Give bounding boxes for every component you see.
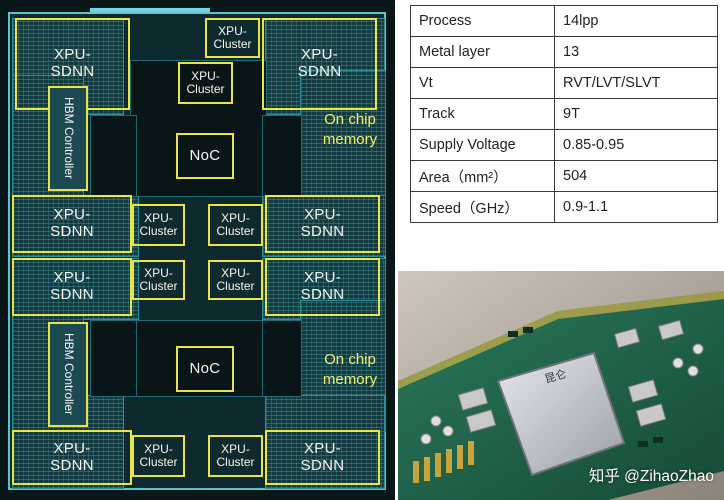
- block-label: Cluster: [186, 82, 225, 96]
- spec-value: 0.9-1.1: [554, 191, 718, 223]
- xpu-sdnn-block: XPU- SDNN: [12, 195, 132, 253]
- block-label: XPU-: [221, 265, 250, 280]
- spec-value: 504: [554, 160, 718, 192]
- label-line: memory: [322, 371, 378, 389]
- spec-key: Track: [410, 98, 555, 130]
- block-label: NoC: [189, 146, 221, 164]
- accelerator-board-photo: 昆仑 知乎 @ZihaoZhao: [398, 271, 724, 500]
- spec-value: 13: [554, 36, 718, 68]
- core-region: [90, 320, 137, 397]
- xpu-sdnn-block: XPU- SDNN: [265, 430, 380, 485]
- tex-region: [262, 195, 386, 257]
- hbm-controller-block: HBM Controller: [48, 322, 88, 427]
- block-label: XPU-: [303, 439, 342, 457]
- xpu-sdnn-block: XPU- SDNN: [262, 18, 377, 110]
- block-label: XPU-: [53, 439, 91, 457]
- xpu-cluster-block: XPU- Cluster: [132, 260, 185, 300]
- block-label: Cluster: [139, 279, 178, 293]
- core-region: [262, 320, 302, 397]
- board-illustration: 昆仑: [398, 271, 724, 500]
- table-row: Track 9T: [410, 98, 718, 130]
- spec-key: Metal layer: [410, 36, 555, 68]
- block-label: HBM Controller: [61, 333, 76, 416]
- block-label: SDNN: [300, 286, 345, 303]
- block-label: SDNN: [50, 223, 94, 240]
- spec-key: Supply Voltage: [410, 129, 555, 161]
- tex-region: [265, 395, 385, 489]
- table-row: Process 14lpp: [410, 5, 718, 37]
- tex-region: [262, 258, 386, 320]
- block-label: XPU-: [144, 265, 173, 280]
- block-label: XPU-: [221, 441, 250, 456]
- xpu-cluster-block: XPU- Cluster: [132, 435, 185, 477]
- die-floorplan: XPU- SDNN XPU- SDNN XPU- SDNN XPU- SDNN …: [0, 0, 395, 500]
- block-label: XPU-: [191, 68, 220, 83]
- xpu-sdnn-block: XPU- SDNN: [12, 430, 132, 485]
- block-label: XPU-: [218, 23, 247, 38]
- spec-value: 0.85-0.95: [554, 129, 718, 161]
- tex-region: [12, 195, 139, 257]
- table-row: Area（mm²） 504: [410, 160, 718, 192]
- xpu-cluster-block: XPU- Cluster: [178, 62, 233, 104]
- spec-key: Vt: [410, 67, 555, 99]
- xpu-sdnn-block: XPU- SDNN: [265, 195, 380, 253]
- block-label: XPU-: [221, 210, 250, 225]
- asic-chip: [496, 351, 626, 477]
- watermark: 知乎 @ZihaoZhao: [588, 468, 714, 485]
- block-label: SDNN: [300, 223, 345, 240]
- table-row: Vt RVT/LVT/SLVT: [410, 67, 718, 99]
- block-label: XPU-: [144, 210, 173, 225]
- tex-region: [12, 258, 139, 320]
- noc-block: NoC: [176, 346, 234, 392]
- table-row: Speed（GHz） 0.9-1.1: [410, 191, 718, 223]
- spec-key: Process: [410, 5, 555, 37]
- block-label: SDNN: [300, 456, 345, 474]
- spec-key: Area（mm²）: [410, 160, 555, 192]
- block-label: Cluster: [213, 37, 252, 51]
- block-label: Cluster: [216, 279, 255, 293]
- block-label: Cluster: [139, 455, 178, 469]
- table-row: Supply Voltage 0.85-0.95: [410, 129, 718, 161]
- label-line: On chip: [324, 351, 376, 368]
- block-label: Cluster: [216, 455, 255, 469]
- block-label: XPU-: [53, 46, 92, 64]
- block-label: SDNN: [297, 63, 342, 80]
- block-label: SDNN: [50, 286, 94, 303]
- xpu-cluster-block: XPU- Cluster: [132, 204, 185, 246]
- block-label: Cluster: [139, 224, 178, 238]
- xpu-cluster-block: XPU- Cluster: [205, 18, 260, 58]
- block-label: XPU-: [303, 206, 342, 224]
- xpu-cluster-block: XPU- Cluster: [208, 435, 263, 477]
- label-line: memory: [322, 131, 378, 149]
- noc-block: NoC: [176, 133, 234, 179]
- block-label: XPU-: [300, 46, 339, 64]
- block-label: SDNN: [50, 63, 95, 80]
- label-line: On chip: [324, 111, 376, 128]
- block-label: NoC: [189, 359, 221, 377]
- core-region: [130, 60, 267, 197]
- table-row: Metal layer 13: [410, 36, 718, 68]
- xpu-sdnn-block: XPU- SDNN: [12, 258, 132, 316]
- block-label: XPU-: [303, 269, 342, 287]
- block-label: HBM Controller: [61, 97, 76, 180]
- xpu-sdnn-block: XPU- SDNN: [265, 258, 380, 316]
- spec-value: 9T: [554, 98, 718, 130]
- spec-table: Process 14lpp Metal layer 13 Vt RVT/LVT/…: [410, 5, 718, 223]
- core-region: [262, 115, 302, 197]
- block-label: XPU-: [53, 269, 91, 287]
- hbm-controller-block: HBM Controller: [48, 86, 88, 191]
- spec-value: RVT/LVT/SLVT: [554, 67, 718, 99]
- block-label: XPU-: [53, 206, 91, 224]
- chip-marking: 昆仑: [543, 366, 568, 386]
- spec-value: 14lpp: [554, 5, 718, 37]
- xpu-cluster-block: XPU- Cluster: [208, 204, 263, 246]
- block-label: XPU-: [144, 441, 173, 456]
- block-label: Cluster: [216, 224, 255, 238]
- on-chip-memory-label: On chip memory: [314, 350, 386, 391]
- xpu-cluster-block: XPU- Cluster: [208, 260, 263, 300]
- block-label: SDNN: [50, 456, 94, 474]
- on-chip-memory-label: On chip memory: [314, 110, 386, 151]
- spec-key: Speed（GHz）: [410, 191, 555, 223]
- core-region: [90, 115, 137, 197]
